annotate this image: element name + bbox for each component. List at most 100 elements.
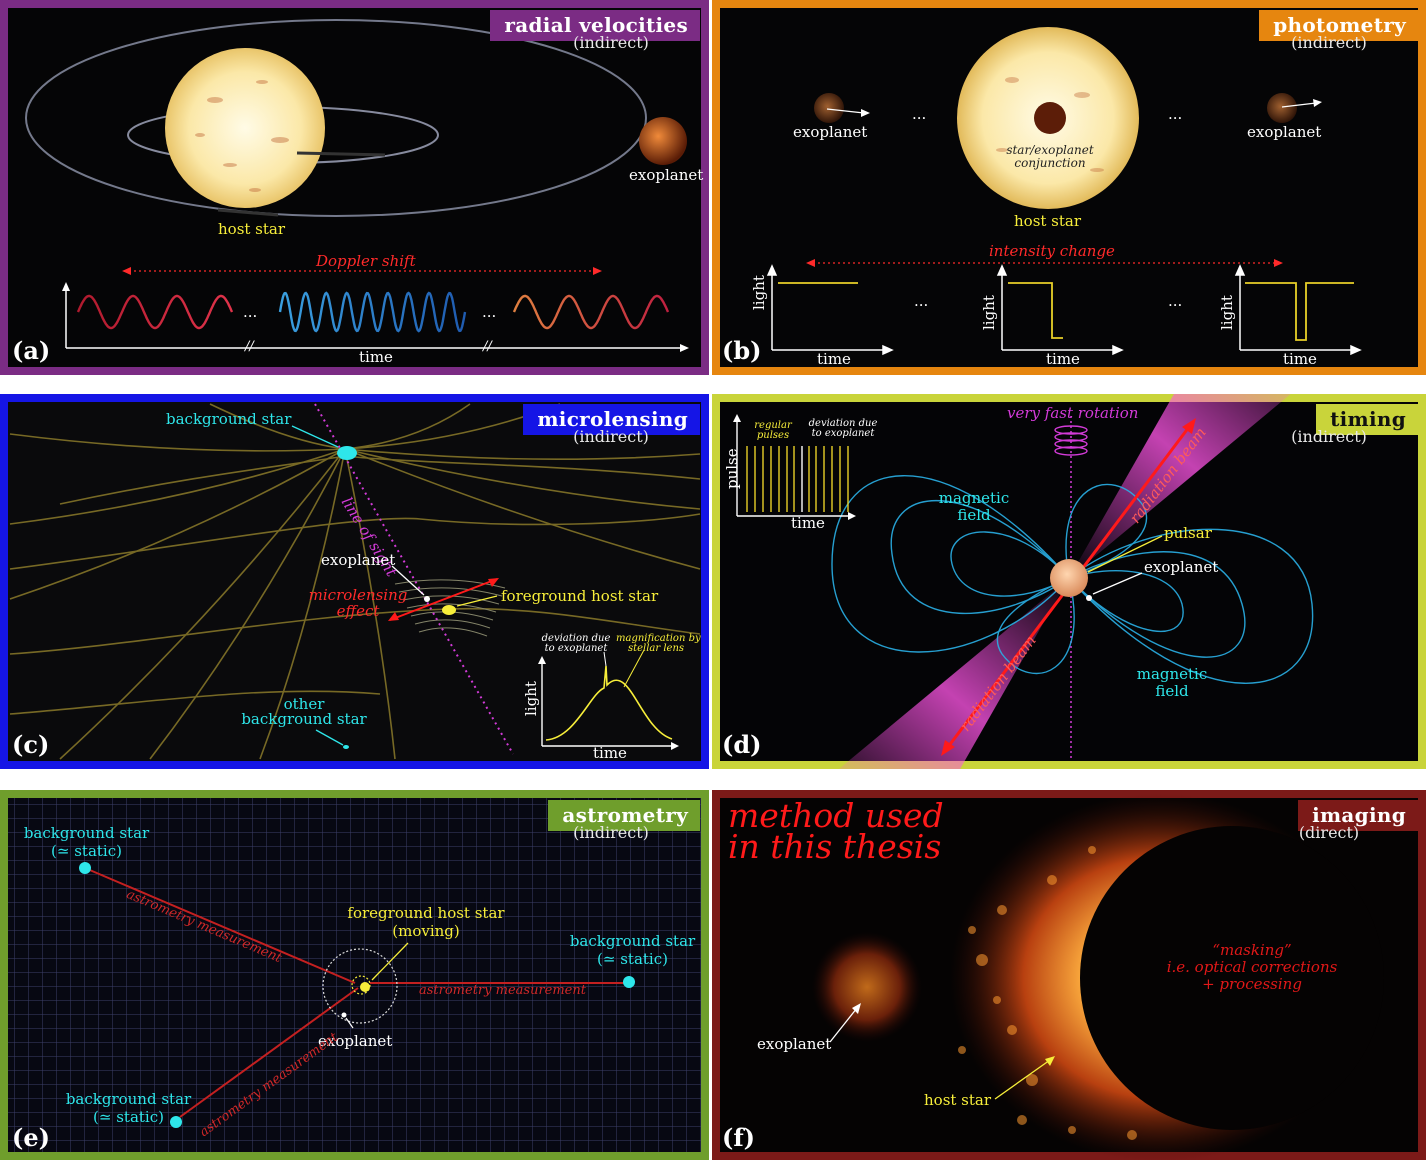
e-bg-top-left-label: background star (≃ static) — [14, 824, 159, 860]
c-background-star-label: background star — [166, 410, 292, 428]
f-host-star-label: host star — [924, 1091, 992, 1109]
grid-ray — [209, 403, 346, 450]
e-star-top-left — [79, 862, 91, 874]
c-exoplanet-label: exoplanet — [321, 551, 396, 569]
magnetic-2-line-2: field — [1155, 682, 1189, 700]
d-deviation-line-2: to exoplanet — [811, 428, 875, 439]
e-exoplanet-label: exoplanet — [318, 1032, 393, 1050]
c-deviation-line-2: to exoplanet — [544, 643, 608, 654]
b-light-label-2: light — [980, 295, 998, 330]
panel-photometry: photometry (indirect) exoplanet exoplane… — [712, 0, 1426, 375]
c-exoplanet-dot — [424, 596, 430, 602]
e-bg-bl-line-1: background star — [65, 1090, 192, 1108]
astrometry-grid — [8, 798, 701, 1152]
c-other-star — [343, 745, 349, 749]
panel-timing: timing (indirect) very fast rotation reg… — [712, 394, 1426, 769]
panel-d-art — [720, 394, 1418, 769]
b-light-curves — [778, 282, 1354, 341]
panel-e-art — [8, 798, 701, 1152]
doppler-shift-label: Doppler shift — [316, 252, 416, 270]
panel-a-subtitle: (indirect) — [573, 33, 649, 52]
method-used-label: method used in this thesis — [728, 799, 944, 866]
grid-curve — [9, 607, 701, 655]
pulsar-label: pulsar — [1164, 524, 1212, 542]
c-foreground-star-label: foreground host star — [501, 587, 659, 605]
pulse-plot — [733, 414, 856, 520]
d-time-label: time — [791, 514, 825, 532]
c-light-label: light — [522, 681, 540, 716]
panel-radial-velocities: radial velocities (indirect) exoplanet h… — [0, 0, 709, 375]
fast-rotation-label: very fast rotation — [1007, 404, 1139, 422]
grid-ray — [149, 448, 346, 760]
rotation-coil — [1054, 425, 1088, 456]
panel-a-art — [8, 8, 701, 367]
doppler-arrow-right — [593, 267, 602, 275]
panel-b-letter: (b) — [722, 336, 762, 365]
magnetic-field-1: magnetic field — [934, 490, 1014, 524]
microlensing-effect-line-1: microlensing — [308, 586, 408, 604]
panel-d-subtitle: (indirect) — [1291, 427, 1367, 446]
panel-e-letter: (e) — [12, 1123, 50, 1152]
panel-f-art — [720, 793, 1418, 1160]
panel-d-letter: (d) — [722, 730, 762, 759]
panel-f-subtitle: (direct) — [1298, 823, 1360, 842]
d-deviation-line-1: deviation due — [808, 418, 878, 429]
line-of-sight — [314, 403, 514, 755]
b-exoplanet-right — [1267, 93, 1297, 123]
e-foreground-label: foreground host star (moving) — [336, 904, 516, 940]
panel-c-background — [8, 402, 701, 761]
magnetic-field-2: magnetic field — [1132, 666, 1212, 700]
astrometry-lines — [84, 867, 630, 1118]
c-magnification-line-2: stellar lens — [627, 643, 685, 654]
intensity-change-label: intensity change — [989, 242, 1115, 260]
grid-ray — [344, 448, 701, 461]
grid-ray — [344, 403, 471, 450]
pulse-bars — [746, 446, 849, 512]
b-time-label-1: time — [817, 350, 851, 368]
lens-mesh — [398, 587, 503, 597]
b-time-label-3: time — [1283, 350, 1317, 368]
grid-ray — [344, 448, 396, 760]
panel-c-art — [8, 402, 701, 761]
b-dots-top-2: ... — [1168, 105, 1183, 123]
exoplanet-sphere — [639, 117, 687, 165]
pulsar-sphere — [1050, 559, 1088, 597]
panel-astrometry: astrometry (indirect) background star (≃… — [0, 790, 709, 1160]
conjunction-line-1: star/exoplanet — [1006, 143, 1094, 157]
panel-c-letter: (c) — [12, 730, 50, 759]
c-deviation-label: deviation due to exoplanet — [536, 634, 616, 654]
b-light-label-1: light — [750, 275, 768, 310]
panel-d-title: timing — [1316, 404, 1418, 435]
b-transiting-planet — [1034, 102, 1066, 134]
d-exoplanet-label: exoplanet — [1144, 558, 1219, 576]
wave-blue — [278, 291, 467, 333]
radiation-beams — [810, 394, 1328, 769]
e-foreground-star — [360, 982, 370, 992]
b-plot-axes — [766, 264, 1362, 356]
exoplanet-label: exoplanet — [629, 166, 704, 184]
grid-curve — [9, 690, 381, 715]
lens-mesh — [406, 603, 497, 613]
magnetic-1-line-2: field — [957, 506, 991, 524]
wobble-circle — [322, 948, 398, 1024]
regular-pulses-label: regular pulses — [746, 421, 800, 441]
coronagraph-mask — [1080, 826, 1384, 1130]
grid-curve — [9, 513, 701, 570]
c-other-star-label: other background star — [234, 697, 374, 727]
b-exoplanet-left-label: exoplanet — [793, 123, 868, 141]
c-magnification-label: magnification by stellar lens — [616, 634, 701, 654]
panel-a-letter: (a) — [12, 336, 51, 365]
c-other-line-2: background star — [241, 710, 367, 728]
e-fg-line-2: (moving) — [392, 922, 460, 940]
e-bg-r-line-2: (≃ static) — [597, 950, 668, 968]
b-dots-bot-1: ... — [914, 292, 929, 310]
grid-ray — [344, 448, 701, 570]
panel-b-subtitle: (indirect) — [1291, 33, 1367, 52]
c-foreground-star — [442, 605, 456, 615]
e-bg-right-label: background star (≃ static) — [560, 932, 705, 968]
c-background-star — [337, 446, 357, 460]
lens-mesh — [394, 579, 506, 589]
e-bg-bottom-left-label: background star (≃ static) — [56, 1090, 201, 1126]
regular-line-1: regular — [754, 420, 792, 431]
method-line-2: in this thesis — [728, 827, 942, 866]
